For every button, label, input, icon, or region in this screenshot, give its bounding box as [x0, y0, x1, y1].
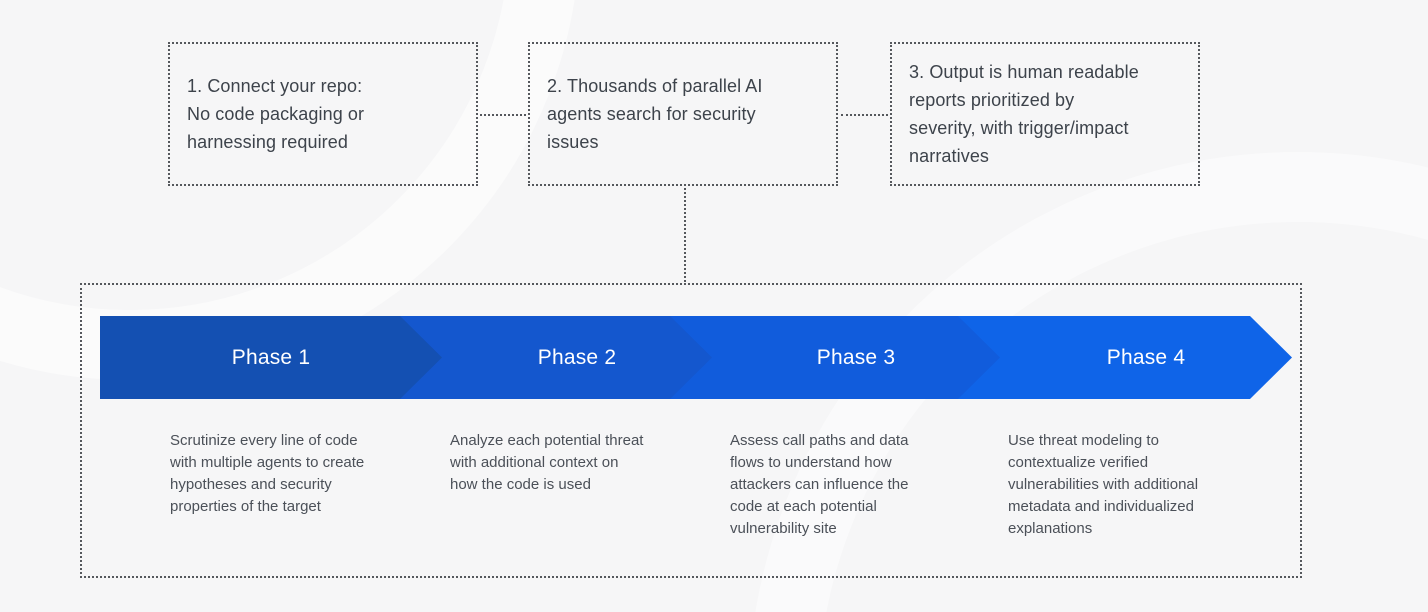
pipeline-container: Phase 1 Phase 2 Phase 3 Phase 4 Scrutini…	[80, 283, 1302, 578]
dotted-connector-step2-step3	[841, 114, 888, 116]
phase-segment-2: Phase 2	[400, 316, 712, 399]
phase-label: Phase 1	[231, 345, 311, 369]
step-box-parallel-agents: 2. Thousands of parallel AI agents searc…	[528, 42, 838, 186]
step-text: 2. Thousands of parallel AI agents searc…	[547, 76, 763, 152]
step-box-connect-repo: 1. Connect your repo: No code packaging …	[168, 42, 478, 186]
phase-description-4: Use threat modeling to contextualize ver…	[1008, 432, 1199, 537]
phase-label: Phase 4	[1106, 345, 1186, 369]
phase-label: Phase 2	[537, 345, 617, 369]
phase-description-2: Analyze each potential threat with addit…	[450, 432, 644, 493]
dotted-connector-step2-pipeline	[684, 188, 686, 282]
phase-segment-4: Phase 4	[958, 316, 1292, 399]
step-box-output-reports: 3. Output is human readable reports prio…	[890, 42, 1200, 186]
phase-label: Phase 3	[816, 345, 896, 369]
step-text: 1. Connect your repo: No code packaging …	[187, 76, 365, 152]
phase-description-1: Scrutinize every line of code with multi…	[170, 432, 365, 515]
step-text: 3. Output is human readable reports prio…	[909, 62, 1139, 166]
phase-arrow-banner: Phase 1 Phase 2 Phase 3 Phase 4	[100, 316, 1294, 399]
phase-segment-3: Phase 3	[670, 316, 1000, 399]
phase-segment-1: Phase 1	[100, 316, 442, 399]
dotted-connector-step1-step2	[480, 114, 526, 116]
phase-description-3: Assess call paths and data flows to unde…	[730, 432, 909, 537]
